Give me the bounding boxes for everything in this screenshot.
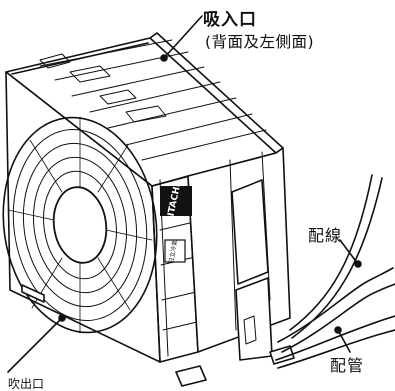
wiring-leader-line	[339, 239, 359, 265]
outlet-leader-line	[7, 317, 63, 373]
outlet-leader-dot	[58, 314, 66, 322]
piping-label: 配管	[330, 356, 365, 375]
air-intake-label: 吸入口	[203, 10, 257, 30]
fan-grille	[2, 116, 158, 334]
hitachi-logo	[160, 186, 192, 216]
valve-cover	[231, 179, 273, 361]
wiring-label: 配線	[308, 226, 343, 245]
badge	[164, 239, 186, 263]
cabinet-top	[5, 32, 284, 187]
intake-leader-dot	[160, 54, 168, 62]
piping-and-wiring	[275, 174, 395, 369]
unit-feet	[21, 284, 295, 387]
intake-leader-line	[163, 15, 203, 59]
air-outlet-label-partial: 吹出口	[8, 377, 45, 391]
piping-leader-dot	[334, 326, 342, 334]
air-intake-note: (背面及左側面)	[205, 33, 315, 51]
wiring-leader-dot	[354, 260, 362, 268]
piping-leader-line	[337, 329, 351, 353]
